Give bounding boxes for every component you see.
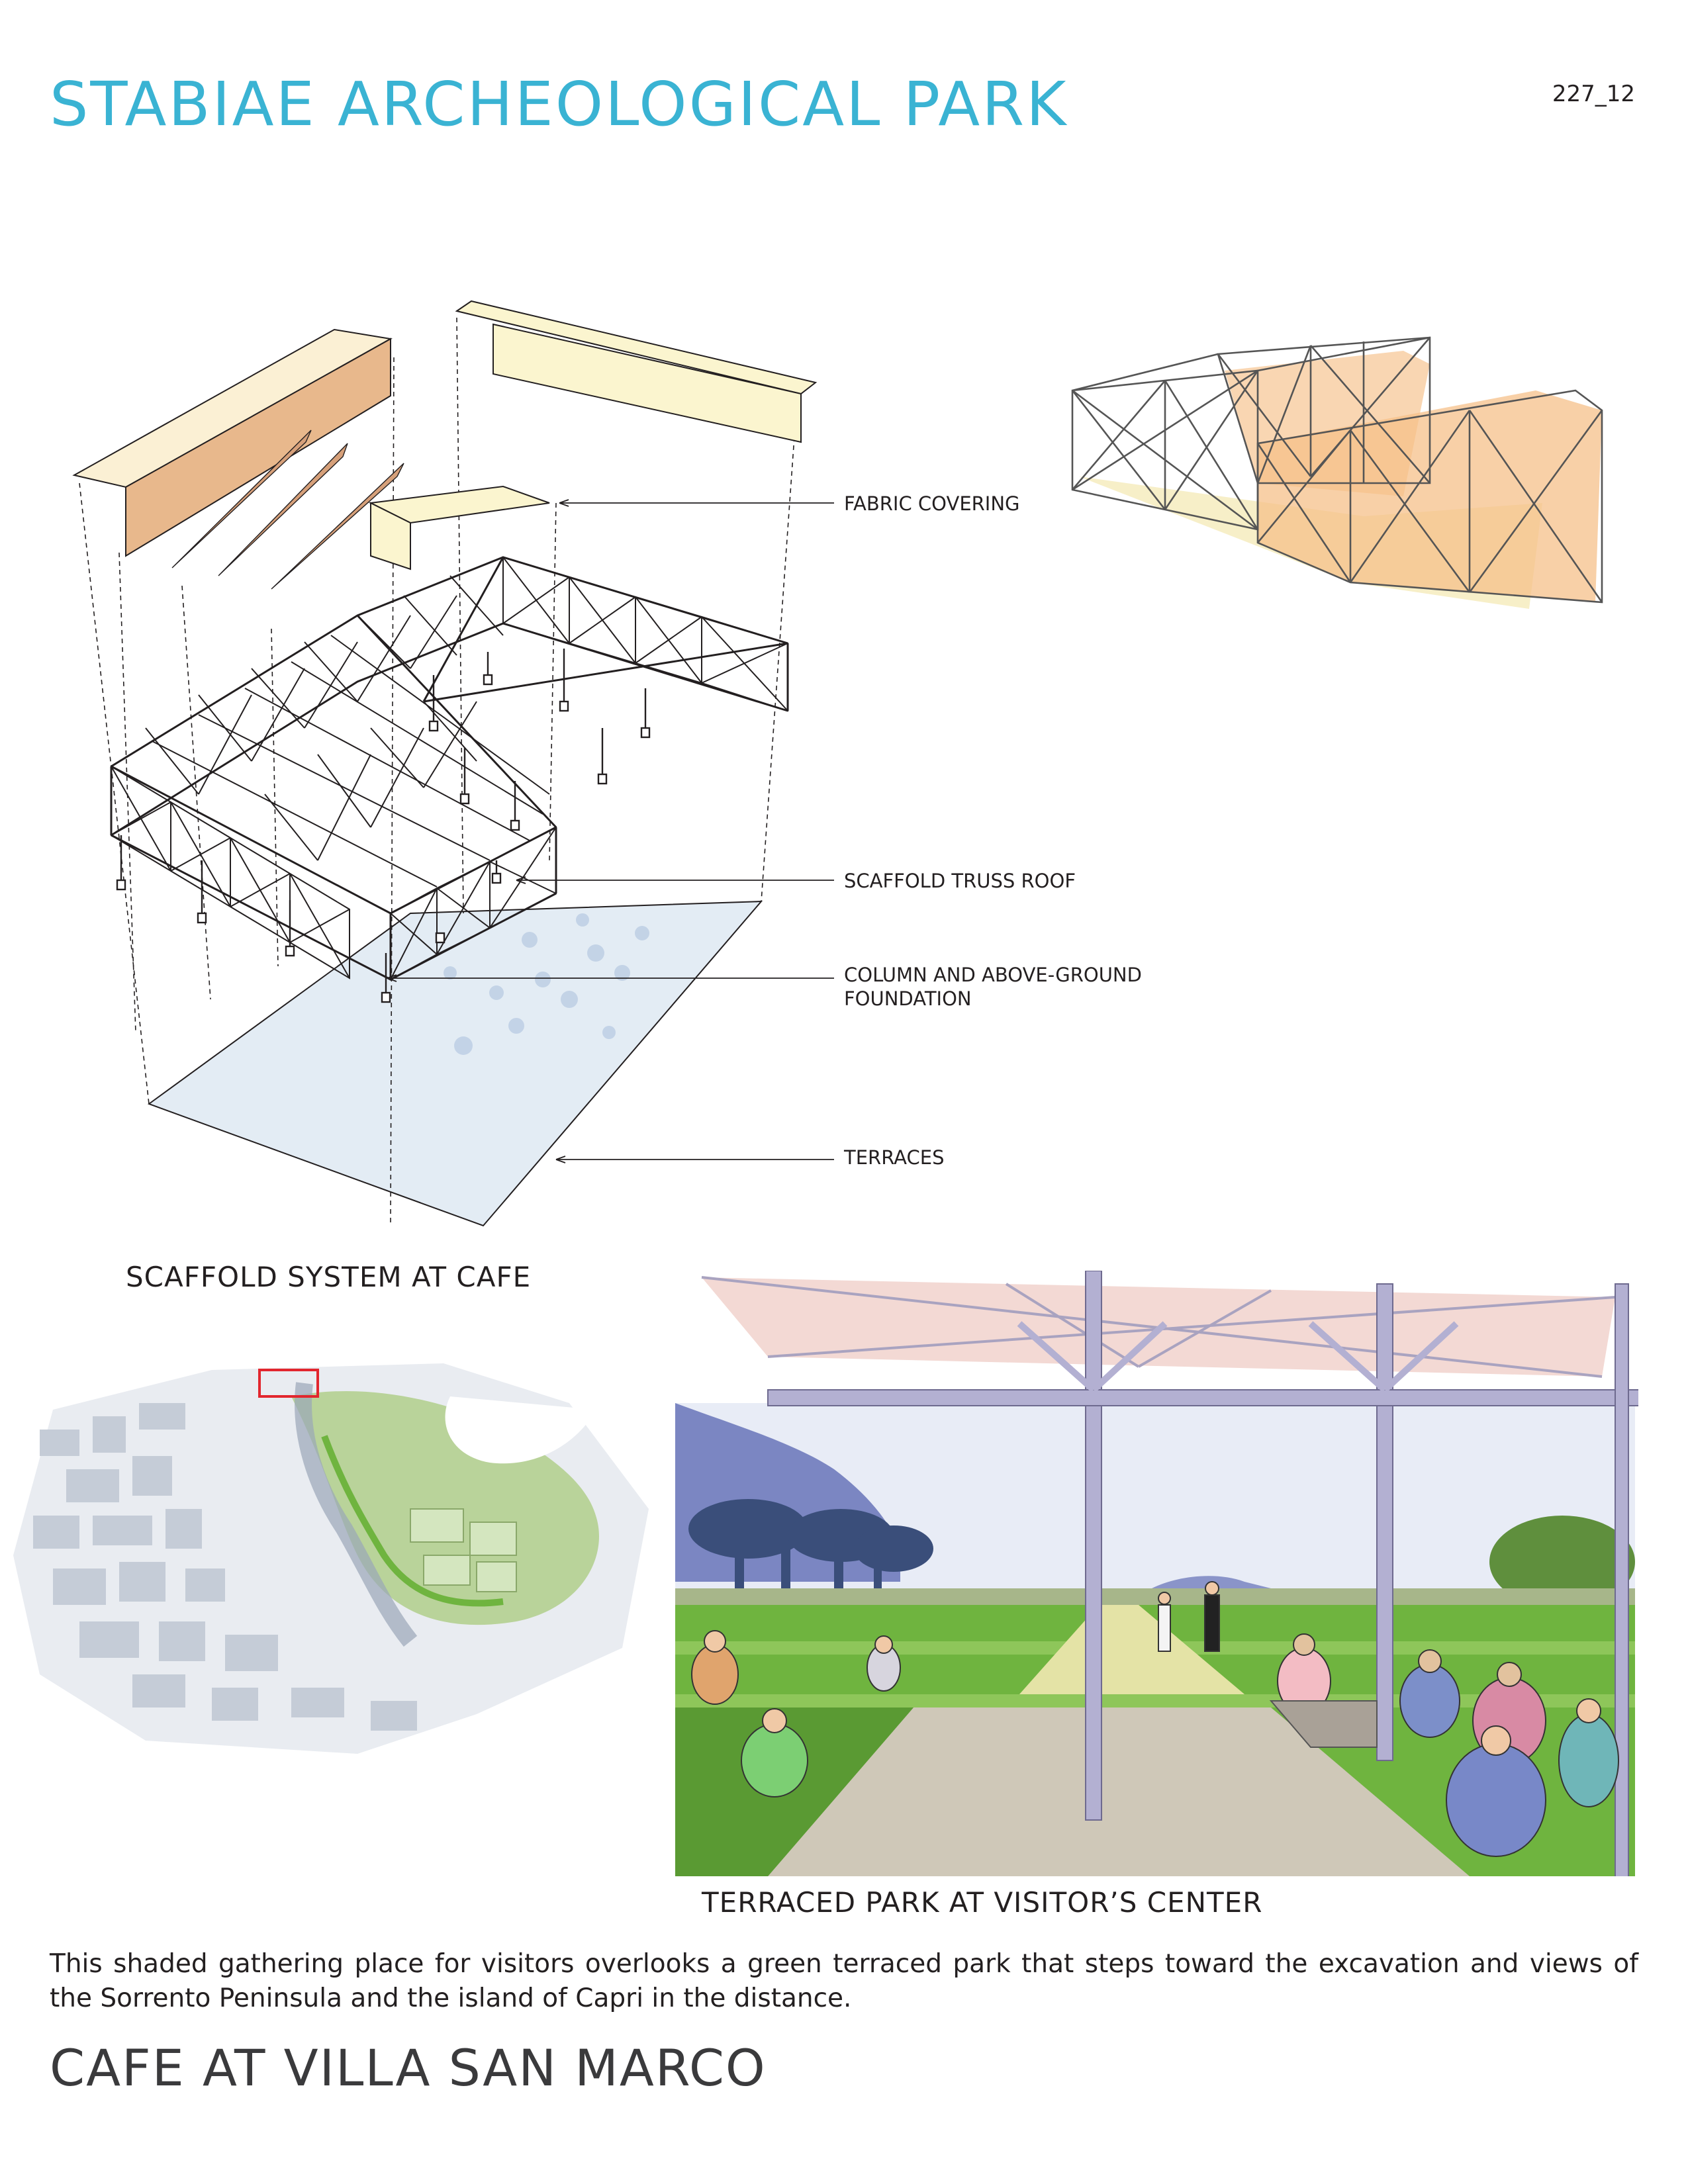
terraced-park-rendering xyxy=(675,1271,1638,1876)
page-number: 227_12 xyxy=(1552,81,1635,107)
aerial-site-map xyxy=(13,1363,649,1754)
label-column-foundation-line2: FOUNDATION xyxy=(844,987,972,1010)
visitors xyxy=(691,1581,1619,1857)
description-paragraph: This shaded gathering place for visitors… xyxy=(50,1949,1638,2013)
page-title: STABIAE ARCHEOLOGICAL PARK xyxy=(50,69,1068,140)
label-column-foundation-line1: COLUMN AND ABOVE-GROUND xyxy=(844,964,1142,986)
label-scaffold-truss-roof: SCAFFOLD TRUSS ROOF xyxy=(844,870,1076,892)
label-fabric-covering: FABRIC COVERING xyxy=(844,492,1020,515)
diagram-caption: SCAFFOLD SYSTEM AT CAFE xyxy=(126,1261,532,1293)
terrace-plane xyxy=(147,900,763,1227)
scaffold-system-diagram xyxy=(72,300,834,1227)
map-site-highlight xyxy=(258,1369,319,1398)
label-terraces: TERRACES xyxy=(844,1146,945,1169)
pine-trees xyxy=(688,1499,933,1602)
columns-and-foundations xyxy=(116,649,651,1003)
section-title: CAFE AT VILLA SAN MARCO xyxy=(50,2038,767,2097)
fabric-panel-cream xyxy=(455,300,818,395)
scaffold-frame xyxy=(767,1271,1638,1876)
truss-pavilion-axonometric xyxy=(1071,336,1603,609)
rendering-caption: TERRACED PARK AT VISITOR’S CENTER xyxy=(702,1886,1263,1919)
